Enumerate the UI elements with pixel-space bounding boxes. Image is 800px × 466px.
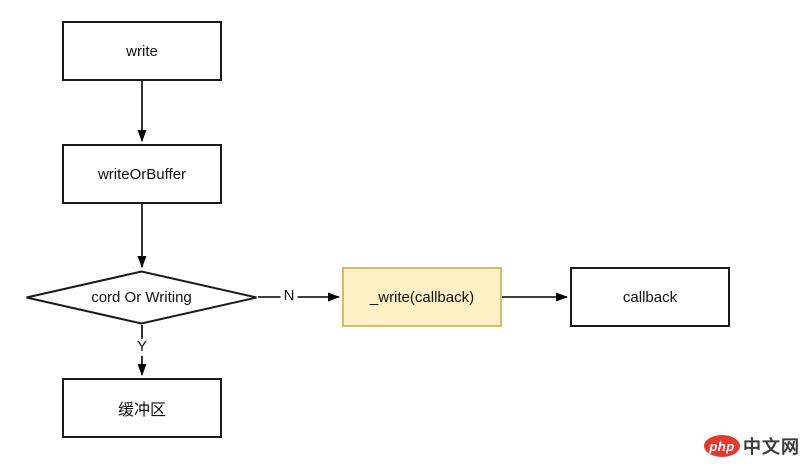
edge-label-yes: Y: [133, 338, 151, 356]
decision-diamond-shape: [26, 270, 257, 325]
edge-label-no: N: [280, 287, 298, 305]
node-buffer-label: 缓冲区: [117, 402, 166, 419]
node-write: write: [62, 21, 222, 81]
node-decision: cord Or Writing: [25, 270, 258, 325]
php-logo-icon: php: [704, 435, 740, 457]
node-write-label: write: [126, 42, 158, 60]
node-write-callback-label: _write(callback): [369, 288, 475, 306]
node-decision-label: cord Or Writing: [91, 289, 192, 306]
node-write-or-buffer: writeOrBuffer: [62, 144, 222, 204]
php-cn-watermark: php 中文网: [704, 433, 800, 459]
node-buffer: 缓冲区: [62, 378, 222, 438]
php-cn-site-text: 中文网: [743, 437, 800, 457]
node-callback: callback: [570, 267, 730, 327]
node-write-callback: _write(callback): [342, 267, 502, 327]
node-write-or-buffer-label: writeOrBuffer: [97, 165, 187, 183]
node-callback-label: callback: [622, 288, 678, 306]
